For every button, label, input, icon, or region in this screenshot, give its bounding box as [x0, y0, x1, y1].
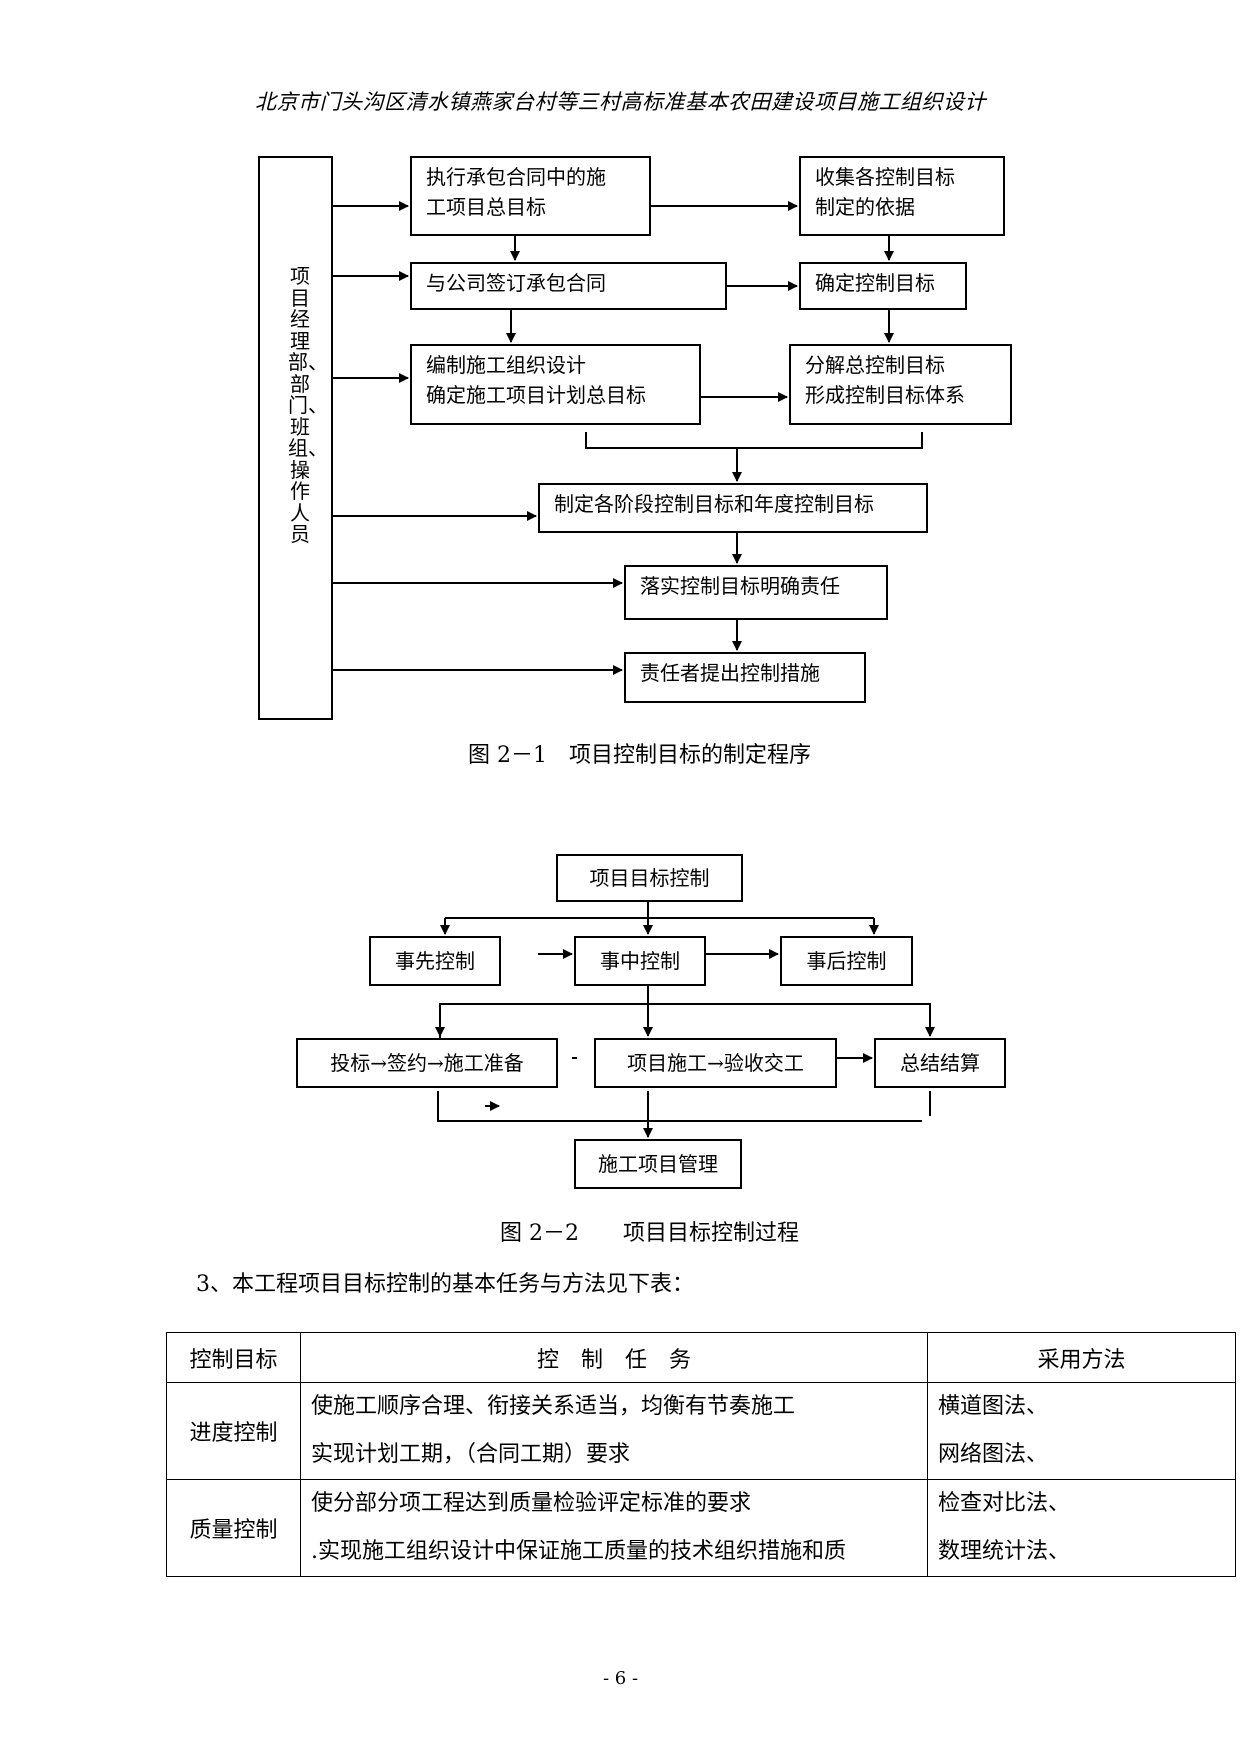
flow-box-collect-basis: 收集各控制目标 制定的依据 — [799, 156, 1005, 236]
flow-box-compile-design: 编制施工组织设计 确定施工项目计划总目标 — [410, 344, 701, 425]
side-panel-box: 项目经理部、部门、班组、操作人员 — [258, 156, 333, 720]
flow-box-bid-prepare: 投标→签约→施工准备 — [296, 1038, 558, 1088]
page-number: - 6 - — [602, 1668, 639, 1689]
cell-target: 质量控制 — [166, 1479, 301, 1577]
flow-box-construct-accept: 项目施工→验收交工 — [594, 1038, 837, 1088]
flow-box-decompose-goal: 分解总控制目标 形成控制目标体系 — [789, 344, 1012, 425]
cell-tasks: 使分部分项工程达到质量检验评定标准的要求 .实现施工组织设计中保证施工质量的技术… — [300, 1479, 928, 1577]
flow-box-determine-goal: 确定控制目标 — [799, 262, 967, 310]
flow-box-project-goal-control: 项目目标控制 — [556, 854, 743, 902]
side-panel-label: 项目经理部、部门、班组、操作人员 — [288, 264, 328, 546]
flow-box-sign-contract: 与公司签订承包合同 — [410, 262, 727, 310]
flow-box-control-measures: 责任者提出控制措施 — [624, 652, 866, 703]
cell-methods: 横道图法、 网络图法、 — [927, 1382, 1236, 1480]
table-row: 进度控制 使施工顺序合理、衔接关系适当，均衡有节奏施工 实现计划工期，（合同工期… — [166, 1382, 1236, 1480]
flow-box-mid-control: 事中控制 — [574, 936, 706, 986]
control-tasks-table: 控制目标 控 制 任 务 采用方法 进度控制 使施工顺序合理、衔接关系适当，均衡… — [166, 1332, 1236, 1577]
cell-tasks: 使施工顺序合理、衔接关系适当，均衡有节奏施工 实现计划工期，（合同工期）要求 — [300, 1382, 928, 1480]
cell-target: 进度控制 — [166, 1382, 301, 1480]
flow-box-stage-goals: 制定各阶段控制目标和年度控制目标 — [538, 483, 928, 533]
page-header: 北京市门头沟区清水镇燕家台村等三村高标准基本农田建设项目施工组织设计 — [255, 90, 986, 114]
flow-box-project-management: 施工项目管理 — [574, 1139, 742, 1189]
flow-box-pre-control: 事先控制 — [369, 936, 501, 986]
figure1-caption: 图 2－1 项目控制目标的制定程序 — [468, 743, 811, 768]
header-cell-method: 采用方法 — [927, 1332, 1236, 1383]
cell-methods: 检查对比法、 数理统计法、 — [927, 1479, 1236, 1577]
figure2-caption: 图 2－2 项目目标控制过程 — [500, 1221, 799, 1246]
header-cell-task: 控 制 任 务 — [300, 1332, 928, 1383]
table-row: 质量控制 使分部分项工程达到质量检验评定标准的要求 .实现施工组织设计中保证施工… — [166, 1479, 1236, 1577]
table-intro-paragraph: 3、本工程项目目标控制的基本任务与方法见下表： — [196, 1272, 694, 1297]
flow-box-post-control: 事后控制 — [780, 936, 913, 986]
table-header-row: 控制目标 控 制 任 务 采用方法 — [166, 1332, 1236, 1383]
flow-box-contract-goal: 执行承包合同中的施 工项目总目标 — [410, 156, 651, 236]
flow-box-settlement: 总结结算 — [874, 1038, 1006, 1088]
header-cell-target: 控制目标 — [166, 1332, 301, 1383]
flow-box-assign-responsibility: 落实控制目标明确责任 — [624, 565, 888, 620]
